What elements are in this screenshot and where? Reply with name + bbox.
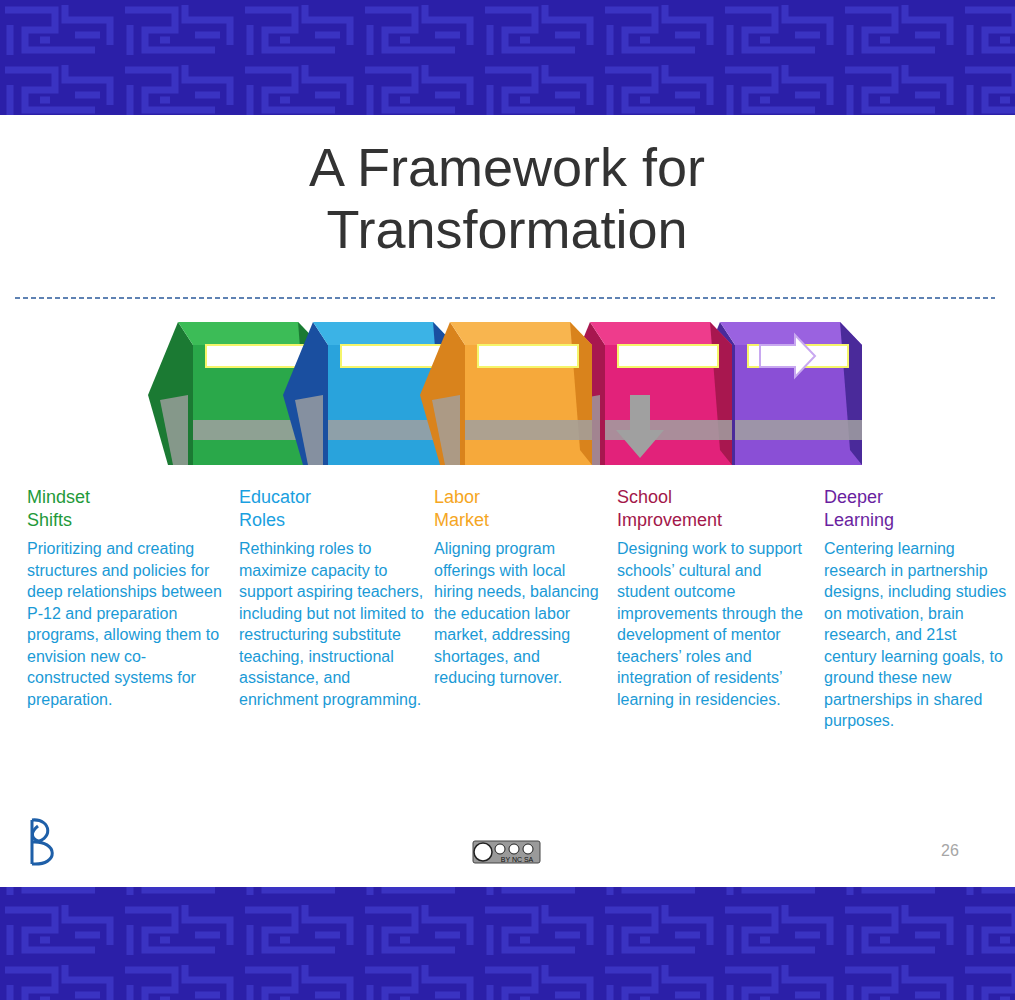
- column-body: Rethinking roles to maximize capacity to…: [239, 538, 425, 710]
- logo: [32, 820, 52, 864]
- column-heading: Mindset Shifts: [27, 486, 90, 532]
- slide-panel: [0, 115, 1015, 887]
- page-number: 26: [930, 842, 970, 859]
- column-heading: School Improvement: [617, 486, 722, 532]
- framework-column: Educator RolesRethinking roles to maximi…: [239, 486, 425, 710]
- title: A Framework for Transformation: [257, 136, 757, 260]
- cube-chain: [148, 322, 862, 465]
- framework-column: School ImprovementDesigning work to supp…: [617, 486, 813, 710]
- license-text: BY NC SA: [494, 856, 540, 864]
- down-arrow: [616, 395, 664, 458]
- cube: [560, 322, 732, 465]
- framework-column: Deeper LearningCentering learning resear…: [824, 486, 1010, 732]
- column-body: Prioritizing and creating structures and…: [27, 538, 225, 710]
- license-badge: [473, 841, 540, 863]
- column-body: Centering learning research in partnersh…: [824, 538, 1010, 732]
- column-body: Aligning program offerings with local hi…: [434, 538, 604, 689]
- framework-column: Labor MarketAligning program offerings w…: [434, 486, 604, 689]
- framework-column: Mindset ShiftsPrioritizing and creating …: [27, 486, 225, 710]
- column-heading: Deeper Learning: [824, 486, 894, 532]
- divider: [15, 297, 995, 299]
- column-heading: Educator Roles: [239, 486, 311, 532]
- column-heading: Labor Market: [434, 486, 489, 532]
- column-body: Designing work to support schools’ cultu…: [617, 538, 813, 710]
- right-arrow: [760, 335, 815, 377]
- cube: [420, 322, 592, 465]
